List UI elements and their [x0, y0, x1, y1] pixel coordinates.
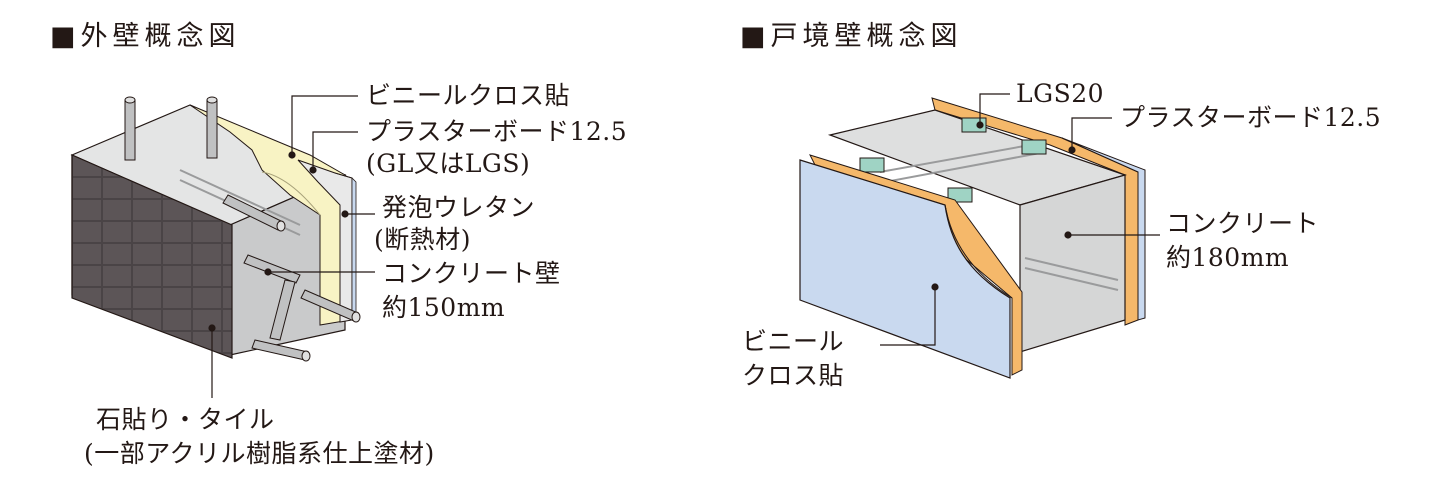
back-vinyl [1061, 137, 1146, 321]
label-party-concrete: コンクリート [1166, 209, 1320, 238]
insulation-curve [261, 171, 321, 216]
label-plasterboard: プラスターボード12.5 [366, 117, 628, 146]
label-party-concrete-thickness: 約180mm [1166, 243, 1290, 272]
label-party-vinyl: ビニール [742, 327, 845, 356]
label-concrete-wall: コンクリート壁 [382, 259, 561, 288]
exterior-leader-lines [208, 95, 375, 398]
label-party-plasterboard: プラスターボード12.5 [1120, 103, 1382, 132]
tile-face [71, 154, 233, 359]
party-wall-illustration [799, 93, 1160, 379]
party-leader-lines [880, 93, 1160, 346]
insulation-layer [189, 104, 351, 326]
label-tile: 石貼り・タイル [96, 405, 275, 434]
label-foam: 発泡ウレタン [382, 193, 536, 222]
label-concrete-thickness: 約150mm [382, 293, 506, 322]
party-wall-title: ■戸境壁概念図 [740, 21, 963, 52]
label-foam-sub: (断熱材) [374, 225, 472, 254]
party-concrete-right [1019, 174, 1126, 353]
cut-curve [944, 204, 1013, 299]
exterior-wall-title: ■外壁概念図 [50, 21, 241, 52]
exterior-wall-illustration [70, 95, 375, 398]
label-tile-sub: (一部アクリル樹脂系仕上塗材) [84, 439, 435, 468]
label-lgs: LGS20 [1016, 79, 1105, 108]
rebars [124, 96, 361, 362]
label-plasterboard-sub: (GL又はLGS) [366, 149, 531, 178]
label-vinyl-cloth: ビニールクロス貼 [366, 81, 571, 110]
label-party-vinyl-sub: クロス貼 [742, 361, 845, 390]
